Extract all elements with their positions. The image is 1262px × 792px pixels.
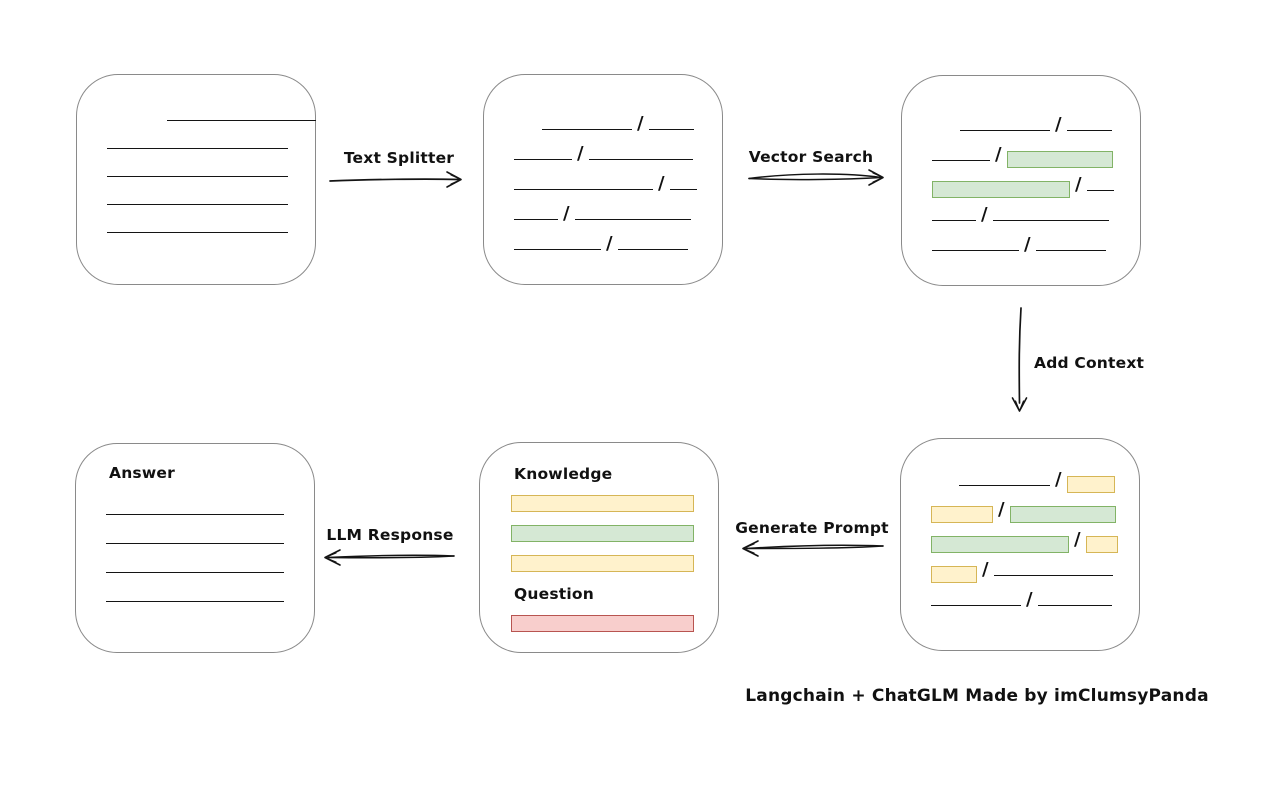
text-splitter-label: Text Splitter <box>343 149 455 167</box>
answer-label: Answer <box>109 464 175 482</box>
vector-search-label: Vector Search <box>748 148 874 166</box>
chunk-rows: ///// <box>901 439 1139 609</box>
text-splitter-arrow-icon <box>329 171 462 188</box>
source-document-node <box>76 74 316 285</box>
chunk-rows: ///// <box>484 75 722 253</box>
question-bars <box>511 615 718 632</box>
vector-search-arrow-icon <box>748 169 884 186</box>
context-chunks-node: ///// <box>900 438 1140 651</box>
knowledge-bars <box>511 495 718 572</box>
vector-search-result-node: ///// <box>901 75 1141 286</box>
caption-text: Langchain + ChatGLM Made by imClumsyPand… <box>745 686 1209 706</box>
llm-response-label: LLM Response <box>326 526 454 544</box>
generate-prompt-arrow-icon <box>742 540 884 557</box>
answer-node: Answer <box>75 443 315 653</box>
add-context-arrow-icon <box>1011 307 1028 412</box>
answer-lines <box>106 514 314 602</box>
knowledge-label: Knowledge <box>514 465 613 483</box>
generate-prompt-label: Generate Prompt <box>735 519 889 537</box>
document-lines <box>77 75 316 233</box>
split-chunks-node: ///// <box>483 74 723 285</box>
add-context-label: Add Context <box>1034 354 1145 372</box>
prompt-node: Knowledge Question <box>479 442 719 653</box>
chunk-rows: ///// <box>902 76 1140 254</box>
question-label: Question <box>514 585 594 603</box>
llm-response-arrow-icon <box>324 549 455 566</box>
